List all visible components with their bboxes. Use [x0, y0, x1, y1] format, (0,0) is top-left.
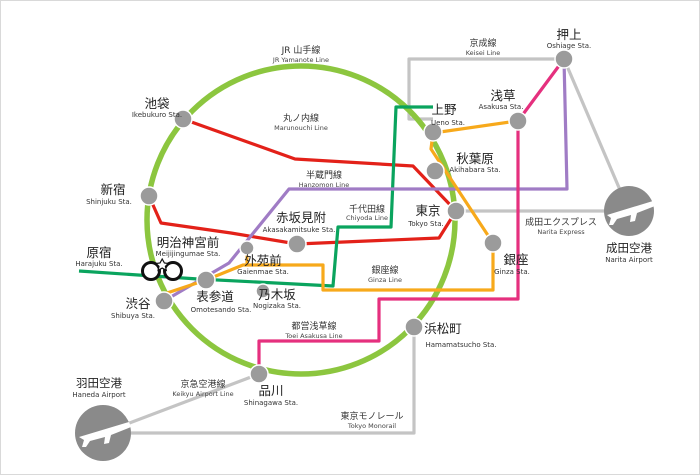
label-narita-airport-en: Narita Airport — [605, 256, 653, 264]
ginza-line-label: 銀座線 — [371, 264, 398, 276]
label-haneda-airport-en: Haneda Airport — [72, 391, 125, 399]
station-gaienmae[interactable] — [239, 240, 255, 256]
chiyoda-label-en: Chiyoda Line — [346, 214, 388, 222]
keisei-label-en: Keisei Line — [466, 49, 501, 57]
label-haneda-airport: 羽田空港 — [76, 376, 122, 390]
station-akasakamitsuke[interactable] — [287, 234, 307, 254]
airport-haneda[interactable] — [75, 405, 131, 461]
label-ueno: 上野 — [431, 102, 457, 117]
hanzomon-label-en: Hanzomon Line — [299, 181, 349, 189]
label-ginza: 銀座 — [503, 252, 528, 267]
label-hamamatsucho: 浜松町 — [424, 321, 462, 336]
label-tokyo: 東京 — [415, 203, 440, 218]
station-shinjuku[interactable] — [139, 186, 159, 206]
chiyoda-label: 千代田線 — [349, 203, 385, 215]
label-ikebukuro-en: Ikebukuro Sta. — [132, 111, 182, 119]
station-hamamatsucho[interactable] — [404, 317, 424, 337]
station-shinagawa[interactable] — [249, 364, 269, 384]
station-harajuku[interactable] — [141, 261, 161, 281]
label-ueno-en: Ueno Sta. — [431, 119, 465, 127]
marunouchi-line — [147, 117, 458, 246]
ginza-line — [166, 119, 518, 295]
ginza-line-label-en: Ginza Line — [368, 276, 402, 284]
label-omotesando-en: Omotesando Sta. — [191, 306, 252, 314]
label-narita-airport: 成田空港 — [606, 241, 652, 255]
narita-express-label: 成田エクスプレス — [525, 216, 597, 228]
label-nogizaka-en: Nogizaka Sta. — [253, 302, 301, 310]
airplane-icon — [607, 201, 655, 225]
keisei-label: 京成線 — [469, 37, 496, 49]
keisei-branch-line — [562, 58, 631, 212]
line-labels: JR 山手線 JR Yamanote Line 丸ノ内線 Marunouchi … — [172, 37, 596, 430]
station-nogizaka[interactable] — [255, 283, 271, 299]
keisei-line — [407, 57, 564, 121]
monorail-label: 東京モノレール — [340, 410, 403, 422]
asakusa-line-label-en: Toei Asakusa Line — [284, 332, 342, 340]
label-asakusa: 浅草 — [490, 88, 515, 103]
station-omotesando[interactable] — [196, 270, 216, 290]
monorail-label-en: Tokyo Monorail — [347, 422, 396, 430]
label-harajuku: 原宿 — [86, 245, 111, 260]
label-shinagawa-en: Shinagawa Sta. — [244, 399, 298, 407]
label-ikebukuro: 池袋 — [144, 96, 170, 111]
yamanote-label: JR 山手線 — [281, 44, 321, 56]
station-ueno[interactable] — [423, 122, 443, 142]
label-shibuya: 渋谷 — [125, 296, 151, 311]
station-shibuya[interactable] — [154, 291, 174, 311]
label-hamamatsucho-en: Hamamatsucho Sta. — [425, 341, 496, 349]
station-akihabara[interactable] — [425, 161, 445, 181]
station-oshiage[interactable] — [554, 49, 574, 69]
airport-labels: 成田空港 Narita Airport 羽田空港 Haneda Airport — [72, 241, 653, 399]
transfer-star-icon — [154, 257, 170, 272]
station-asakusa[interactable] — [508, 111, 528, 131]
label-omotesando: 表参道 — [196, 289, 234, 304]
airport-narita[interactable] — [604, 186, 655, 236]
keikyu-label: 京急空港線 — [180, 378, 225, 390]
stations — [139, 49, 574, 384]
marunouchi-label: 丸ノ内線 — [283, 112, 319, 124]
label-shinagawa: 品川 — [258, 383, 283, 398]
station-ginza[interactable] — [483, 233, 503, 253]
label-asakusa-en: Asakusa Sta. — [479, 103, 524, 111]
airplane-icon — [79, 422, 131, 447]
yamanote-label-en: JR Yamanote Line — [272, 56, 329, 64]
asakusa-line-label: 都営浅草線 — [291, 320, 336, 332]
label-tokyo-en: Tokyo Sta. — [407, 220, 444, 228]
label-akihabara-en: Akihabara Sta. — [449, 166, 500, 174]
label-nogizaka: 乃木坂 — [258, 287, 296, 302]
station-harajuku-marker[interactable] — [141, 257, 183, 281]
hanzomon-label: 半蔵門線 — [306, 169, 342, 181]
station-ikebukuro[interactable] — [173, 109, 193, 129]
tokyo-monorail-line — [103, 327, 416, 435]
label-harajuku-en: Harajuku Sta. — [75, 260, 122, 268]
label-akihabara: 秋葉原 — [456, 151, 494, 166]
label-akasakamitsuke-en: Akasakamitsuke Sta. — [263, 226, 336, 234]
label-gaienmae-en: Gaienmae Sta. — [237, 268, 289, 276]
keikyu-label-en: Keikyu Airport Line — [172, 390, 233, 398]
label-akasakamitsuke: 赤坂見附 — [276, 210, 327, 225]
station-meijijingumae[interactable] — [163, 261, 183, 281]
label-shinjuku: 新宿 — [100, 182, 125, 197]
station-tokyo[interactable] — [446, 201, 466, 221]
label-ginza-en: Ginza Sta. — [494, 268, 530, 276]
label-meijijingumae-en: Meijijingumae Sta. — [156, 250, 221, 258]
label-meijijingumae: 明治神宮前 — [157, 235, 220, 250]
label-shinjuku-en: Shinjuku Sta. — [86, 198, 132, 206]
narita-express-label-en: Narita Express — [537, 228, 585, 236]
label-shibuya-en: Shibuya Sta. — [111, 312, 155, 320]
label-oshiage-en: Oshiage Sta. — [547, 42, 592, 50]
station-labels: 押上 Oshiage Sta. 池袋 Ikebukuro Sta. 上野 Uen… — [75, 27, 591, 407]
label-oshiage: 押上 — [556, 27, 581, 42]
marunouchi-label-en: Marunouchi Line — [274, 124, 328, 132]
label-gaienmae: 外苑前 — [244, 253, 282, 268]
